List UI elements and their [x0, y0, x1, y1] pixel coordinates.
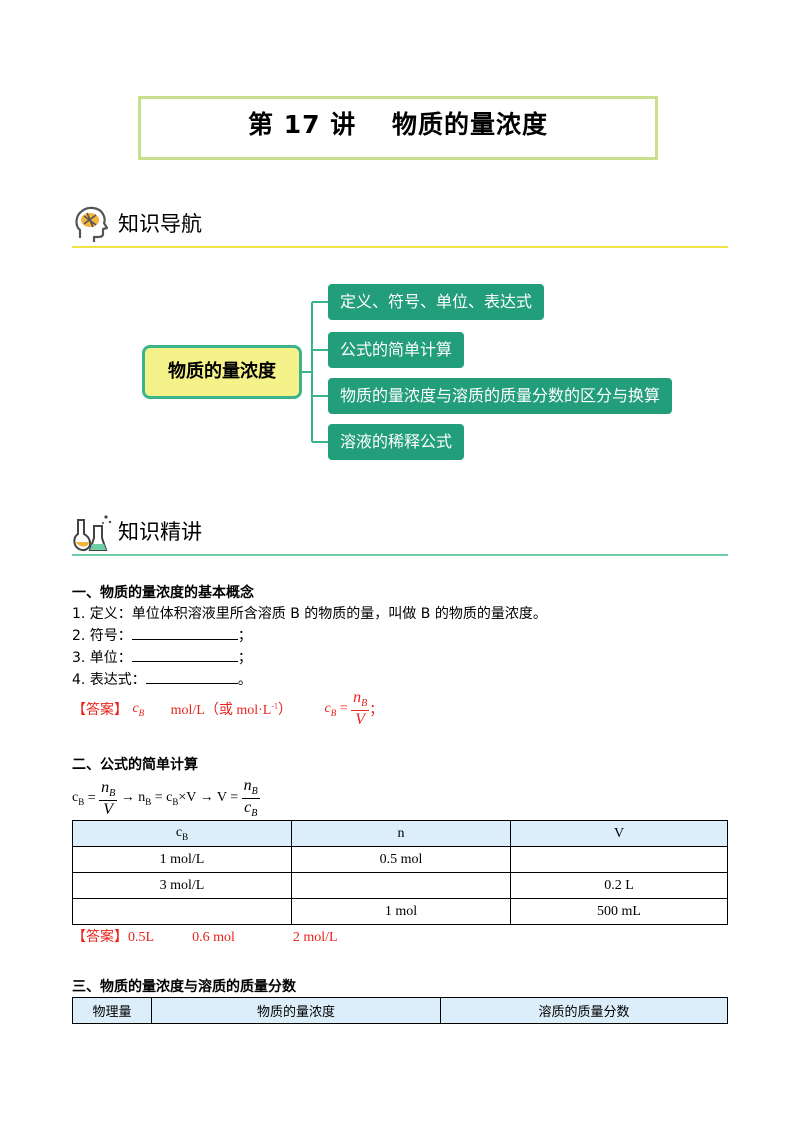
header-c: cB [72, 820, 292, 847]
answer-2: 0.6 mol [192, 930, 235, 945]
symbol-suffix: ； [237, 628, 252, 644]
table-cell [510, 846, 728, 873]
answer-unit: mol/L（或 mol·L-1） [170, 701, 293, 719]
symbol-blank [131, 625, 238, 640]
formula-eq: = [84, 790, 100, 806]
lecture-underline [72, 554, 728, 556]
unit-label: 3. 单位： [72, 650, 132, 666]
mindmap-branch-calculation: 公式的简单计算 [328, 332, 465, 368]
unit-blank [131, 647, 238, 662]
title-box: 第 17 讲 物质的量浓度 [138, 96, 658, 160]
answer-expression-eq: = [336, 701, 352, 717]
header-mass-fraction: 溶质的质量分数 [440, 997, 728, 1024]
header-quantity: 物理量 [72, 997, 152, 1024]
expr-blank [145, 669, 238, 684]
section2-heading: 二、公式的简单计算 [72, 757, 198, 773]
nav-underline [72, 246, 728, 248]
mindmap-branch-conversion: 物质的量浓度与溶质的质量分数的区分与换算 [328, 378, 673, 414]
header-n: n [291, 820, 511, 847]
comparison-table-header: 物理量 物质的量浓度 溶质的质量分数 [72, 997, 728, 1024]
table-cell [291, 872, 511, 899]
table-row: 1 mol/L 0.5 mol [72, 846, 728, 873]
answer-tag: 【答案】 [72, 929, 128, 945]
lecture-heading: 知识精讲 [118, 520, 202, 544]
header-v: V [510, 820, 728, 847]
calc-table-header: cB n V [72, 820, 728, 847]
answer-end: ； [369, 702, 384, 719]
section2-answer: 【答案】0.5L 0.6 mol 2 mol/L [72, 926, 338, 946]
lecture-section-header: 知识精讲 [72, 512, 728, 556]
answer-3: 2 mol/L [292, 930, 338, 945]
answer-tag: 【答案】 [72, 702, 128, 719]
table-cell: 3 mol/L [72, 872, 292, 899]
mindmap-branch-dilution: 溶液的稀释公式 [328, 424, 465, 460]
header-molarity: 物质的量浓度 [151, 997, 441, 1024]
nav-section-header: 知识导航 [72, 204, 728, 248]
symbol-label: 2. 符号： [72, 628, 132, 644]
table-row: 3 mol/L 0.2 L [72, 872, 728, 899]
section1-unit-line: 3. 单位： ； [72, 647, 252, 667]
table-cell: 1 mol/L [72, 846, 292, 873]
table-row: 1 mol 500 mL [72, 898, 728, 925]
brain-head-icon [75, 206, 109, 242]
table-cell [72, 898, 292, 925]
nav-heading: 知识导航 [118, 212, 202, 236]
expr-suffix: 。 [237, 672, 252, 688]
table-cell: 0.5 mol [291, 846, 511, 873]
answer-1: 0.5L [128, 930, 155, 945]
calc-table: cB n V 1 mol/L 0.5 mol 3 mol/L 0.2 L 1 m… [72, 820, 728, 925]
table-cell: 500 mL [510, 898, 728, 925]
answer-expression-lhs: cB [324, 700, 337, 718]
comparison-table: 物理量 物质的量浓度 溶质的质量分数 [72, 997, 728, 1024]
section1-expr-line: 4. 表达式： 。 [72, 669, 252, 689]
expr-label: 4. 表达式： [72, 672, 146, 688]
unit-suffix: ； [237, 650, 252, 666]
mindmap-root: 物质的量浓度 [142, 345, 302, 399]
mindmap-branch-definition: 定义、符号、单位、表达式 [328, 284, 545, 320]
formula-c: cB [72, 790, 85, 808]
section1-definition: 1. 定义：单位体积溶液里所含溶质 B 的物质的量，叫做 B 的物质的量浓度。 [72, 606, 547, 622]
flask-icon [73, 515, 112, 552]
table-cell: 0.2 L [510, 872, 728, 899]
page-title: 第 17 讲 物质的量浓度 [248, 110, 548, 139]
table-cell: 1 mol [291, 898, 511, 925]
answer-symbol: cB [132, 700, 145, 718]
formula-middle: → nB = cB×V → V = [117, 790, 242, 808]
section3-heading: 三、物质的量浓度与溶质的质量分数 [72, 979, 296, 995]
section1-heading: 一、物质的量浓度的基本概念 [72, 585, 254, 601]
section1-symbol-line: 2. 符号： ； [72, 625, 252, 645]
